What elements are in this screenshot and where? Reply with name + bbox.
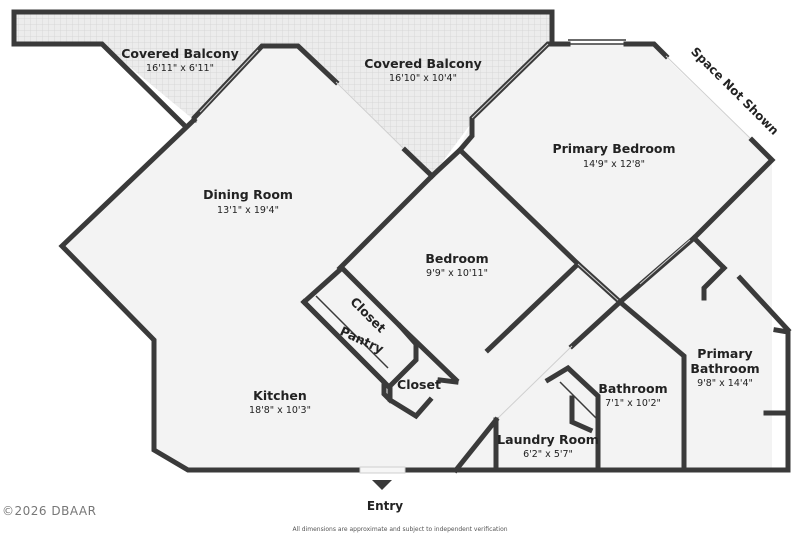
- bedroom-dims: 9'9" x 10'11": [426, 268, 488, 279]
- pantry-shelf: [315, 295, 389, 369]
- laundry-wall2: [544, 364, 601, 473]
- closet-right-wall: [388, 322, 419, 388]
- laundry-room-name: Laundry Room: [497, 432, 599, 447]
- covered-balcony-left-name: Covered Balcony: [121, 46, 239, 61]
- kitchen-name: Kitchen: [253, 388, 307, 403]
- closet-name: Closet: [397, 377, 441, 392]
- pantry-wall: [300, 298, 394, 404]
- primary-bedroom-name: Primary Bedroom: [552, 141, 675, 156]
- unit-floor: [62, 44, 772, 470]
- disclaimer-text: All dimensions are approximate and subje…: [292, 526, 508, 533]
- primary-bathroom-name2: Bathroom: [690, 361, 759, 376]
- primary-bath-wall2: [701, 264, 728, 301]
- bath-walls: [616, 298, 687, 473]
- covered-balcony-left-dims: 16'11" x 6'11": [146, 63, 214, 74]
- balcony-top-wall: [11, 9, 555, 47]
- kitchen-dims: 18'8" x 10'3": [249, 405, 311, 416]
- dining-balcony-wall: [401, 146, 436, 180]
- bath-left-wall: [568, 298, 624, 350]
- primary-bedroom-dims: 14'9" x 12'8": [583, 159, 645, 170]
- bedroom-name: Bedroom: [425, 251, 488, 266]
- primary-bathroom-dims: 9'8" x 14'4": [697, 378, 753, 389]
- bedroom-top-wall: [428, 41, 571, 180]
- bathroom-dims: 7'1" x 10'2": [605, 398, 661, 409]
- covered-balcony-right-dims: 16'10" x 10'4": [389, 73, 457, 84]
- laundry-room-dims: 6'2" x 5'7": [523, 449, 573, 460]
- primary-bath-wall3: [736, 274, 792, 334]
- entry-label: Entry: [367, 499, 403, 513]
- entry-arrow-icon: [372, 480, 392, 490]
- balcony-area: [14, 12, 552, 176]
- bedroom-left-wall: [336, 172, 436, 272]
- covered-balcony-right-name: Covered Balcony: [364, 56, 482, 71]
- primary-right-wall: [690, 136, 776, 242]
- bathroom-name: Bathroom: [598, 381, 667, 396]
- balcony-left-wall: [11, 41, 187, 128]
- primary-top-wall: [623, 41, 670, 60]
- dining-outer-wall: [58, 116, 363, 473]
- laundry-closet: [569, 395, 594, 434]
- closet-walls: [300, 264, 460, 384]
- dining-room-dims: 13'1" x 19'4": [217, 205, 279, 216]
- primary-bathroom-name: Primary: [697, 346, 752, 361]
- dining-top-wall: [191, 43, 340, 123]
- dining-room-name: Dining Room: [203, 187, 293, 202]
- entry-door[interactable]: [359, 466, 406, 474]
- primary-bath-walls: [690, 234, 728, 272]
- copyright-text: ©2026 DBAAR: [2, 504, 97, 518]
